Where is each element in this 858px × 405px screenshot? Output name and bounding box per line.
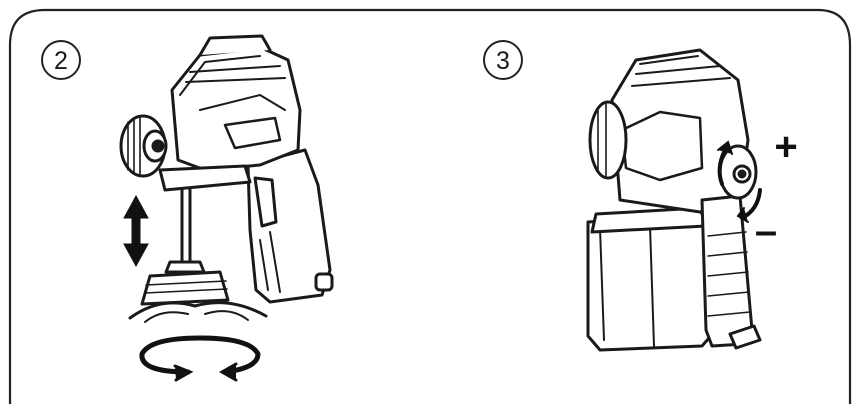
adjust-rotation-icon: [717, 140, 762, 223]
up-down-arrow-icon: [123, 194, 149, 268]
decrease-symbol: –: [755, 209, 777, 253]
rotate-arrow-icon: [139, 335, 261, 382]
step-2-group: 2: [41, 34, 334, 382]
spray-gun-rear-illustration: [586, 48, 762, 352]
step-2-number: 2: [54, 47, 68, 75]
spray-gun-side-illustration: [119, 34, 334, 323]
step-3-group: 3: [483, 40, 798, 352]
step-3-number: 3: [496, 47, 510, 75]
panel-frame: [8, 8, 852, 404]
step-2-badge: 2: [41, 40, 81, 80]
increase-symbol: +: [774, 125, 797, 169]
step-3-badge: 3: [483, 40, 523, 80]
